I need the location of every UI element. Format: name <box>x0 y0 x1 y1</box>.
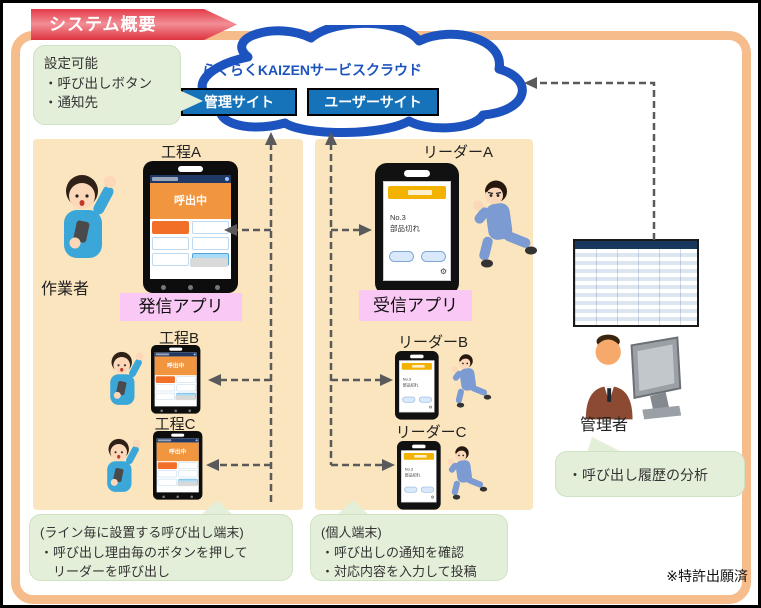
respond-button[interactable] <box>388 251 414 262</box>
station-b-label: 工程B <box>158 330 199 347</box>
receiver-note-pointer <box>336 500 370 516</box>
caller-note-pointer <box>200 500 234 516</box>
reason-button[interactable] <box>152 253 189 266</box>
call-history-table <box>573 239 699 327</box>
call-number: No.3 <box>404 467 414 472</box>
android-navbar <box>150 285 231 290</box>
worker-character <box>110 351 144 405</box>
leader-b-label: リーダーB <box>397 334 468 351</box>
table-header-row <box>575 241 697 249</box>
transfer-button[interactable] <box>420 251 446 262</box>
caller-note-line: リーダーを呼び出し <box>40 564 171 579</box>
call-reason: 部品切れ <box>390 223 420 233</box>
reason-buttons <box>150 219 231 268</box>
config-note-pointer <box>177 89 203 113</box>
tablet-device: 呼出中 <box>143 161 238 293</box>
worker-character <box>64 175 116 258</box>
admin-character <box>585 334 682 420</box>
reason-button[interactable] <box>192 221 229 234</box>
reason-button[interactable] <box>192 237 229 250</box>
caller-tablet-b: 呼出中 <box>151 345 201 414</box>
patent-note: ※特許出願済 <box>666 568 748 584</box>
receiver-app-label: 受信アプリ <box>359 290 472 321</box>
caller-note: (ライン毎に設置する呼び出し端末) ・呼び出し理由毎のボタンを押して リーダーを… <box>29 514 293 581</box>
cloud-title: らくらくKAIZENサービスクラウド <box>201 62 423 78</box>
call-number: No.3 <box>402 377 412 382</box>
phone-screen: No.3 部品切れ ⚙ <box>383 181 451 281</box>
history-note-pointer <box>587 437 624 453</box>
phone-device: No.3 部品切れ ⚙ <box>375 163 459 295</box>
worker-character <box>107 438 141 492</box>
leader-runner-character <box>451 354 492 408</box>
receiver-note-line: ・対応内容を入力して投稿 <box>321 564 477 579</box>
call-reason: 部品切れ <box>402 382 419 388</box>
config-note-item: ・通知先 <box>44 95 98 111</box>
camera-icon <box>404 170 430 177</box>
admin-label: 管理者 <box>580 417 629 434</box>
app-titlebar <box>150 175 231 183</box>
leader-c-label: リーダーC <box>395 424 467 441</box>
receiver-note-line: ・呼び出しの通知を確認 <box>321 544 465 560</box>
cancel-button[interactable] <box>190 258 228 267</box>
leader-runner-character <box>447 446 488 500</box>
caller-note-line: ・呼び出し理由毎のボタンを押して <box>40 544 248 560</box>
calling-status: 呼出中 <box>150 183 231 219</box>
user-site-button[interactable]: ユーザーサイト <box>307 88 439 116</box>
caller-note-title: (ライン毎に設置する呼び出し端末) <box>40 525 244 540</box>
tablet-screen: 呼出中 <box>150 175 231 279</box>
calling-status: 呼出中 <box>154 356 197 376</box>
cloud-shape <box>197 25 527 137</box>
worker-label: 作業者 <box>41 281 90 298</box>
gear-icon[interactable]: ⚙ <box>439 267 447 276</box>
tablet-device: 呼出中 <box>151 345 201 414</box>
leader-a-label: リーダーA <box>422 144 493 161</box>
reason-button-active[interactable] <box>152 221 189 234</box>
leader-runner-character <box>473 180 537 268</box>
sender-app-label: 発信アプリ <box>120 293 242 321</box>
receiver-note-title: (個人端末) <box>321 525 382 540</box>
station-c-label: 工程C <box>154 416 196 433</box>
reason-button[interactable] <box>152 237 189 250</box>
call-reason: 部品切れ <box>404 472 421 478</box>
caller-tablet-a: 呼出中 <box>143 161 238 293</box>
config-note: 設定可能 ・呼び出しボタン ・通知先 <box>33 45 181 125</box>
receiver-note: (個人端末) ・呼び出しの通知を確認 ・対応内容を入力して投稿 <box>310 514 508 581</box>
notification-header <box>388 186 446 199</box>
page-title: システム概要 <box>31 9 237 40</box>
config-note-title: 設定可能 <box>44 56 98 71</box>
config-note-item: ・呼び出しボタン <box>44 75 152 91</box>
receiver-phone-a: No.3 部品切れ ⚙ <box>375 163 459 295</box>
caller-tablet-c: 呼出中 <box>153 431 203 500</box>
tablet-device: 呼出中 <box>153 431 203 500</box>
station-a-label: 工程A <box>160 144 201 161</box>
calling-status: 呼出中 <box>156 442 199 462</box>
camera-icon <box>178 166 203 172</box>
call-number: No.3 <box>390 213 406 222</box>
history-note: ・呼び出し履歴の分析 <box>555 451 745 497</box>
